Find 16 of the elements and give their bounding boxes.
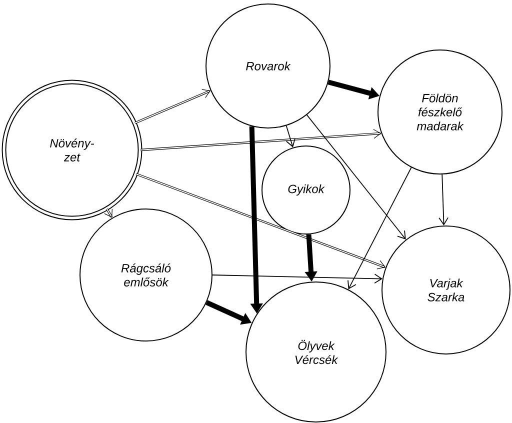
- arrow: [348, 167, 412, 290]
- arrow: [212, 274, 382, 284]
- circle-node: Ölyvek Vércsék: [246, 282, 386, 422]
- circle-node: Varjak Szarka: [382, 226, 510, 354]
- arrow: [286, 125, 296, 148]
- arrow: [104, 208, 113, 218]
- arrow: [306, 114, 406, 240]
- arrow: [134, 89, 211, 124]
- circle-node: Földön fészkelő madarak: [378, 50, 502, 174]
- arrow: [136, 172, 386, 270]
- circle-node: Rovarok: [206, 4, 330, 128]
- arrow: [140, 129, 382, 152]
- arrow: [438, 174, 448, 226]
- circle-node: Gyikok: [262, 146, 350, 234]
- circle-node: Rágcsáló emlősök: [80, 208, 212, 342]
- circle-node: Növény- zet: [2, 80, 142, 220]
